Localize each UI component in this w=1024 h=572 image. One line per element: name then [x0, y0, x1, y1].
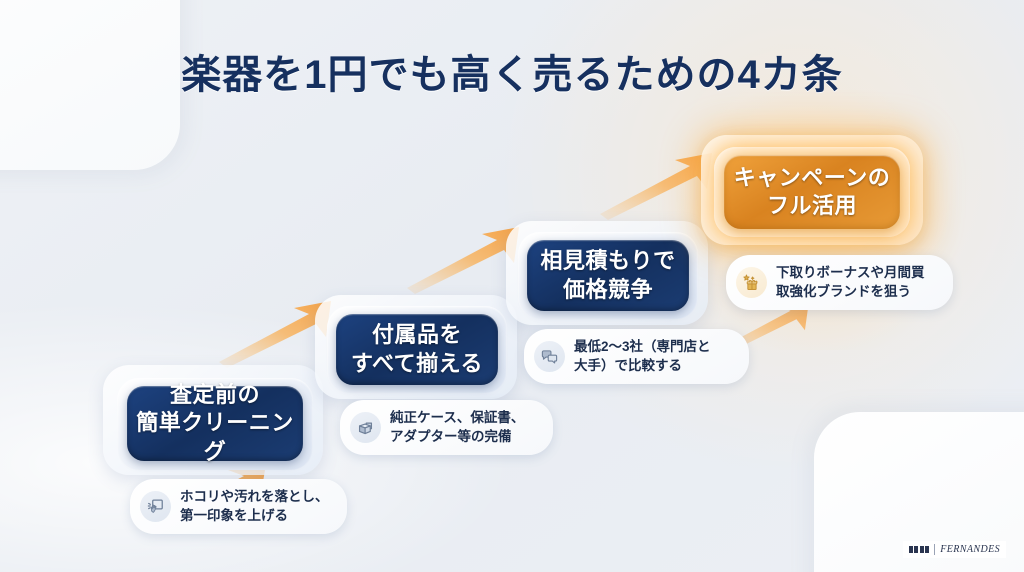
step-1-caption-text: ホコリや汚れを落とし、 第一印象を上げる [180, 489, 329, 523]
package-box-icon [350, 412, 381, 444]
logo-squares-icon [908, 546, 930, 553]
wipe-clean-icon [140, 491, 171, 523]
gift-star-icon [736, 267, 767, 299]
logo-divider [934, 544, 936, 555]
step-4-caption: 下取りボーナスや月間買 取強化ブランドを狙う [726, 255, 953, 311]
step-3-caption: 最低2〜3社（専門店と 大手）で比較する [524, 329, 749, 385]
step-4-caption-text: 下取りボーナスや月間買 取強化ブランドを狙う [776, 265, 925, 299]
logo-wordmark: FERNANDES [940, 544, 1000, 555]
step-1-caption: ホコリや汚れを落とし、 第一印象を上げる [130, 479, 347, 535]
step-1-label[interactable]: 査定前の 簡単クリーニング [127, 382, 303, 464]
step-4-label[interactable]: キャンペーンの フル活用 [724, 155, 900, 229]
speech-bubbles-icon [534, 341, 565, 373]
step-2-label[interactable]: 付属品を すべて揃える [336, 314, 498, 385]
step-3-caption-text: 最低2〜3社（専門店と 大手）で比較する [574, 339, 711, 373]
step-2-caption: 純正ケース、保証書、 アダプター等の完備 [340, 400, 553, 456]
page-title: 楽器を1円でも高く売るための4カ条 [181, 53, 843, 97]
brand-logo: FERNANDES [902, 541, 1006, 558]
step-3-label[interactable]: 相見積もりで 価格競争 [527, 240, 689, 311]
step-2-caption-text: 純正ケース、保証書、 アダプター等の完備 [390, 410, 525, 444]
